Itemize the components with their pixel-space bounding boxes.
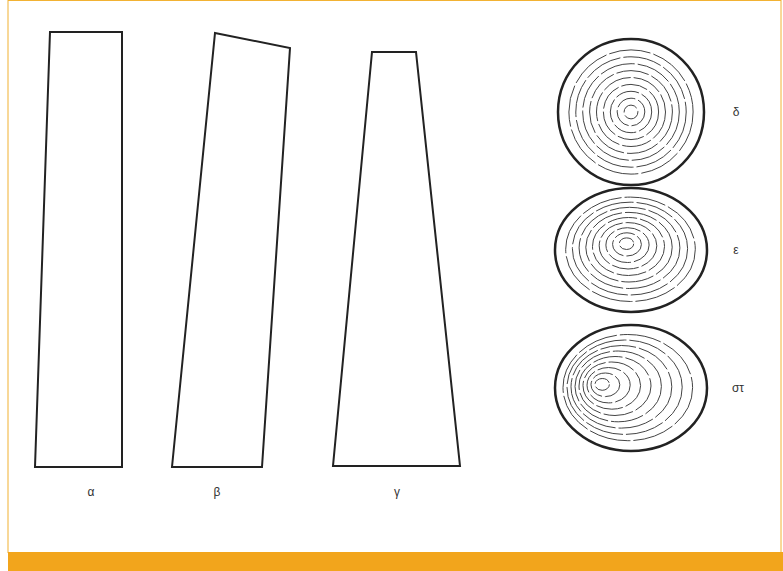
leaning-log — [172, 33, 290, 467]
growth-ring — [603, 84, 658, 139]
growth-ring — [567, 340, 682, 434]
growth-ring — [619, 238, 633, 250]
growth-ring — [597, 78, 666, 147]
growth-ring — [583, 64, 680, 161]
growth-ring — [571, 346, 672, 429]
figure-label: γ — [394, 486, 400, 498]
bark-outline — [555, 188, 707, 312]
growth-ring — [587, 368, 630, 403]
cross-section — [555, 325, 707, 451]
figure-label: β — [214, 486, 221, 498]
figure-label: δ — [733, 106, 740, 118]
figure-label: ε — [733, 244, 738, 256]
growth-ring — [579, 207, 680, 288]
tapered-log — [333, 52, 460, 466]
bottom-bar — [8, 552, 783, 571]
growth-ring — [576, 57, 686, 167]
cross-section — [558, 39, 704, 185]
growth-ring — [624, 105, 638, 119]
growth-ring — [572, 202, 687, 295]
growth-ring — [583, 362, 641, 409]
frame — [8, 1, 781, 553]
bark-outline — [555, 325, 707, 451]
growth-ring — [599, 223, 657, 269]
cross-sections — [555, 39, 707, 451]
figure-label: στ — [732, 382, 744, 394]
growth-ring — [566, 197, 696, 301]
growth-ring — [575, 351, 661, 422]
cross-section — [555, 188, 707, 312]
figure-label: α — [88, 486, 95, 498]
bark-outline — [558, 39, 704, 185]
growth-ring — [610, 91, 651, 132]
growth-ring — [593, 218, 665, 276]
growth-ring — [569, 50, 693, 174]
growth-ring — [579, 357, 651, 416]
growth-ring — [586, 212, 672, 282]
growth-ring — [595, 379, 609, 391]
growth-ring — [613, 233, 642, 256]
growth-ring — [591, 373, 620, 397]
growth-ring — [563, 335, 693, 441]
growth-ring — [617, 98, 645, 126]
growth-ring — [606, 228, 649, 263]
growth-ring — [590, 71, 673, 154]
straight-log — [35, 32, 122, 467]
